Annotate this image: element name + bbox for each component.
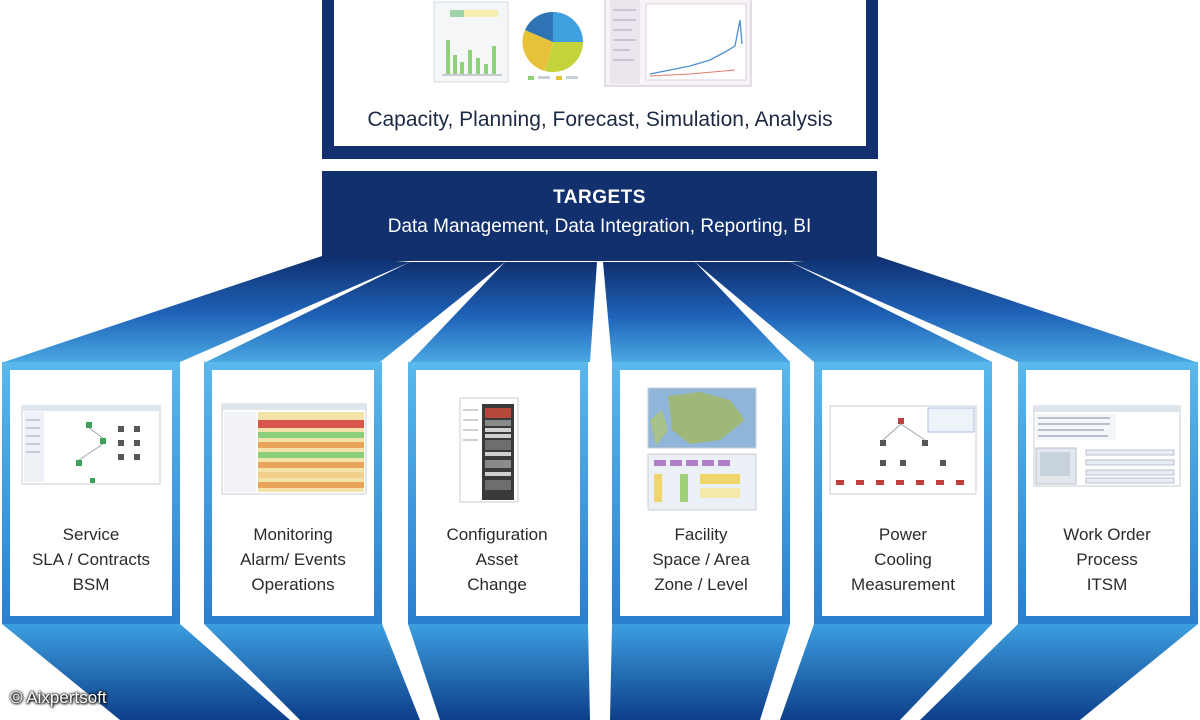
module-card-power: Power Cooling Measurement xyxy=(822,370,984,616)
bottom-fan-6 xyxy=(920,624,1198,720)
bottom-fan-5 xyxy=(780,624,992,720)
rack-screenshot-thumbnail xyxy=(459,397,519,503)
module-card-service: Service SLA / Contracts BSM xyxy=(10,370,172,616)
module-label-workorder: Work Order Process ITSM xyxy=(1026,522,1188,597)
module-label-monitoring: Monitoring Alarm/ Events Operations xyxy=(212,522,374,597)
module-line: Power xyxy=(878,525,928,544)
fan-6 xyxy=(790,256,1196,362)
monitoring-screenshot-thumbnail xyxy=(221,403,367,495)
bottom-fan-1 xyxy=(2,624,290,720)
module-card-facility: Facility Space / Area Zone / Level xyxy=(620,370,782,616)
module-line: Process xyxy=(1076,550,1138,569)
module-line: Alarm/ Events xyxy=(240,550,346,569)
module-label-power: Power Cooling Measurement xyxy=(822,522,984,597)
module-line: Cooling xyxy=(874,550,932,569)
workorder-screenshot-thumbnail xyxy=(1033,405,1181,487)
bottom-fan-4 xyxy=(610,624,790,720)
power-screenshot-thumbnail xyxy=(829,405,977,495)
module-line: Service xyxy=(62,525,120,544)
module-line: Asset xyxy=(475,550,519,569)
bottom-fan-2 xyxy=(204,624,420,720)
module-line: Measurement xyxy=(851,575,955,594)
fan-4 xyxy=(603,262,790,362)
module-line: Operations xyxy=(251,575,335,594)
top-box-title: Capacity, Planning, Forecast, Simulation… xyxy=(367,108,833,131)
pie-chart-thumbnail xyxy=(522,11,584,80)
module-line: Monitoring xyxy=(253,525,333,544)
module-line: Configuration xyxy=(446,525,548,544)
module-card-configuration: Configuration Asset Change xyxy=(416,370,578,616)
top-box-inner xyxy=(334,0,866,146)
fan-3 xyxy=(410,262,597,362)
module-card-workorder: Work Order Process ITSM xyxy=(1026,370,1188,616)
bar-chart-thumbnail xyxy=(433,1,509,83)
module-line: SLA / Contracts xyxy=(31,550,151,569)
module-line: Space / Area xyxy=(652,550,750,569)
bottom-fan-3 xyxy=(408,624,590,720)
module-card-monitoring: Monitoring Alarm/ Events Operations xyxy=(212,370,374,616)
targets-bar xyxy=(322,171,877,261)
targets-title: TARGETS xyxy=(553,187,646,208)
module-label-service: Service SLA / Contracts BSM xyxy=(10,522,172,597)
facility-screenshot-thumbnail xyxy=(647,387,757,511)
module-line: Facility xyxy=(674,525,728,544)
module-label-facility: Facility Space / Area Zone / Level xyxy=(620,522,782,597)
module-line: BSM xyxy=(72,575,110,594)
fan-1 xyxy=(4,256,410,362)
module-label-configuration: Configuration Asset Change xyxy=(416,522,578,597)
fan-5 xyxy=(695,262,992,362)
service-screenshot-thumbnail xyxy=(21,405,161,485)
targets-subtitle: Data Management, Data Integration, Repor… xyxy=(387,216,812,237)
module-line: ITSM xyxy=(1086,575,1128,594)
module-line: Zone / Level xyxy=(654,575,748,594)
module-line: Work Order xyxy=(1063,525,1151,544)
module-line: Change xyxy=(467,575,527,594)
copyright-watermark: © Aixpertsoft xyxy=(10,688,107,707)
fan-2 xyxy=(206,262,505,362)
line-chart-thumbnail xyxy=(604,0,752,87)
